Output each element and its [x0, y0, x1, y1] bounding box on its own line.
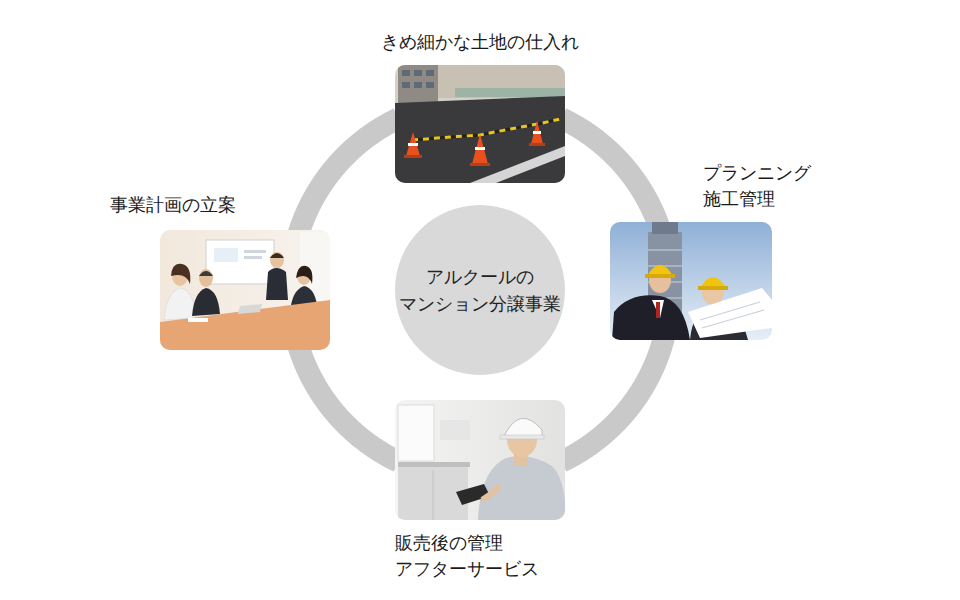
ring-segment [299, 118, 399, 233]
meeting-photo-part [266, 268, 288, 300]
construction-photo-part [610, 222, 772, 340]
step-label: 事業計画の立案 [110, 192, 236, 218]
step-label: プランニング 施工管理 [703, 160, 833, 212]
aftercare-photo-part [500, 435, 544, 439]
land-photo-part [470, 163, 490, 166]
land-photo-part [529, 143, 545, 146]
construction-photo-part [698, 286, 728, 290]
aftercare-photo-part [433, 470, 434, 520]
circle-shape [395, 205, 565, 375]
meeting-photo-part [199, 271, 213, 276]
meeting-photo-part [270, 253, 284, 258]
construction-photo-part [656, 302, 660, 318]
aftercare-photo-part [398, 462, 470, 467]
meeting-photo-part [244, 256, 262, 259]
ring-segment [299, 347, 399, 462]
land-photo [395, 65, 565, 183]
land-photo-part [406, 132, 420, 156]
center-circle: アルクールの マンション分譲事業 [395, 205, 565, 375]
meeting-photo-part [238, 304, 262, 314]
label-holder: 販売後の管理 アフターサービス [395, 530, 565, 582]
land-photo-part [404, 155, 422, 158]
photo-step: プランニング 施工管理 [610, 222, 772, 340]
land-photo-part [533, 131, 541, 134]
land-photo-part [531, 121, 543, 144]
circle-fill [395, 205, 565, 375]
meeting-photo-part [244, 250, 266, 253]
meeting-photo [160, 230, 330, 350]
ring-segment [562, 337, 665, 462]
label-holder: 事業計画の立案 [110, 192, 236, 218]
meeting-photo-part [188, 318, 208, 322]
photo-step: 事業計画の立案 [160, 230, 330, 350]
aftercare-photo-part [395, 400, 565, 520]
land-photo-part [426, 82, 434, 88]
land-photo-part [395, 96, 565, 183]
meeting-photo-part [160, 230, 330, 350]
land-photo-part [414, 82, 422, 88]
land-photo-part [475, 147, 485, 150]
construction-photo-part [688, 288, 772, 338]
land-photo-part [455, 88, 565, 97]
step-label: きめ細かな土地の仕入れ [381, 29, 579, 55]
construction-photo-part [652, 300, 664, 318]
land-photo-part [402, 70, 410, 76]
meeting-photo-part [164, 288, 196, 320]
meeting-photo-part [160, 300, 330, 350]
meeting-photo-part [270, 252, 284, 268]
construction-photo-part [648, 249, 682, 251]
land-photo-part [472, 134, 488, 164]
aftercare-photo-part [482, 486, 500, 500]
meeting-photo-part [171, 264, 190, 284]
land-photo-part [395, 65, 565, 183]
land-photo-part [408, 143, 418, 146]
circle-content: アルクールの マンション分譲事業 [395, 205, 565, 375]
step-label: 販売後の管理 アフターサービス [395, 530, 565, 582]
construction-photo-part [652, 222, 678, 234]
land-photo-part [438, 65, 565, 98]
meeting-photo-part [192, 288, 220, 316]
aftercare-photo-part [440, 420, 470, 440]
meeting-photo-part [206, 240, 274, 284]
label-holder: プランニング 施工管理 [703, 160, 833, 212]
land-photo-part [402, 82, 410, 88]
land-photo-part [414, 70, 422, 76]
construction-photo-part [645, 274, 675, 278]
meeting-photo-part [296, 266, 312, 284]
center-label: アルクールの マンション分譲事業 [398, 263, 562, 317]
construction-photo-part [702, 310, 764, 328]
land-photo-part [426, 70, 434, 76]
construction-photo-part [700, 302, 760, 320]
label-holder: きめ細かな土地の仕入れ [381, 29, 579, 55]
meeting-photo-part [199, 269, 213, 287]
aftercare-photo-part [456, 484, 490, 505]
meeting-photo-part [214, 248, 238, 262]
ring-segment [561, 118, 658, 225]
construction-photo-part [612, 295, 690, 340]
photo-step: きめ細かな土地の仕入れ [395, 65, 565, 183]
construction-photo [610, 222, 772, 340]
aftercare-photo-part [398, 405, 434, 461]
photo-step: 販売後の管理 アフターサービス [395, 400, 565, 520]
land-photo-part [398, 65, 438, 103]
aftercare-photo [395, 400, 565, 520]
